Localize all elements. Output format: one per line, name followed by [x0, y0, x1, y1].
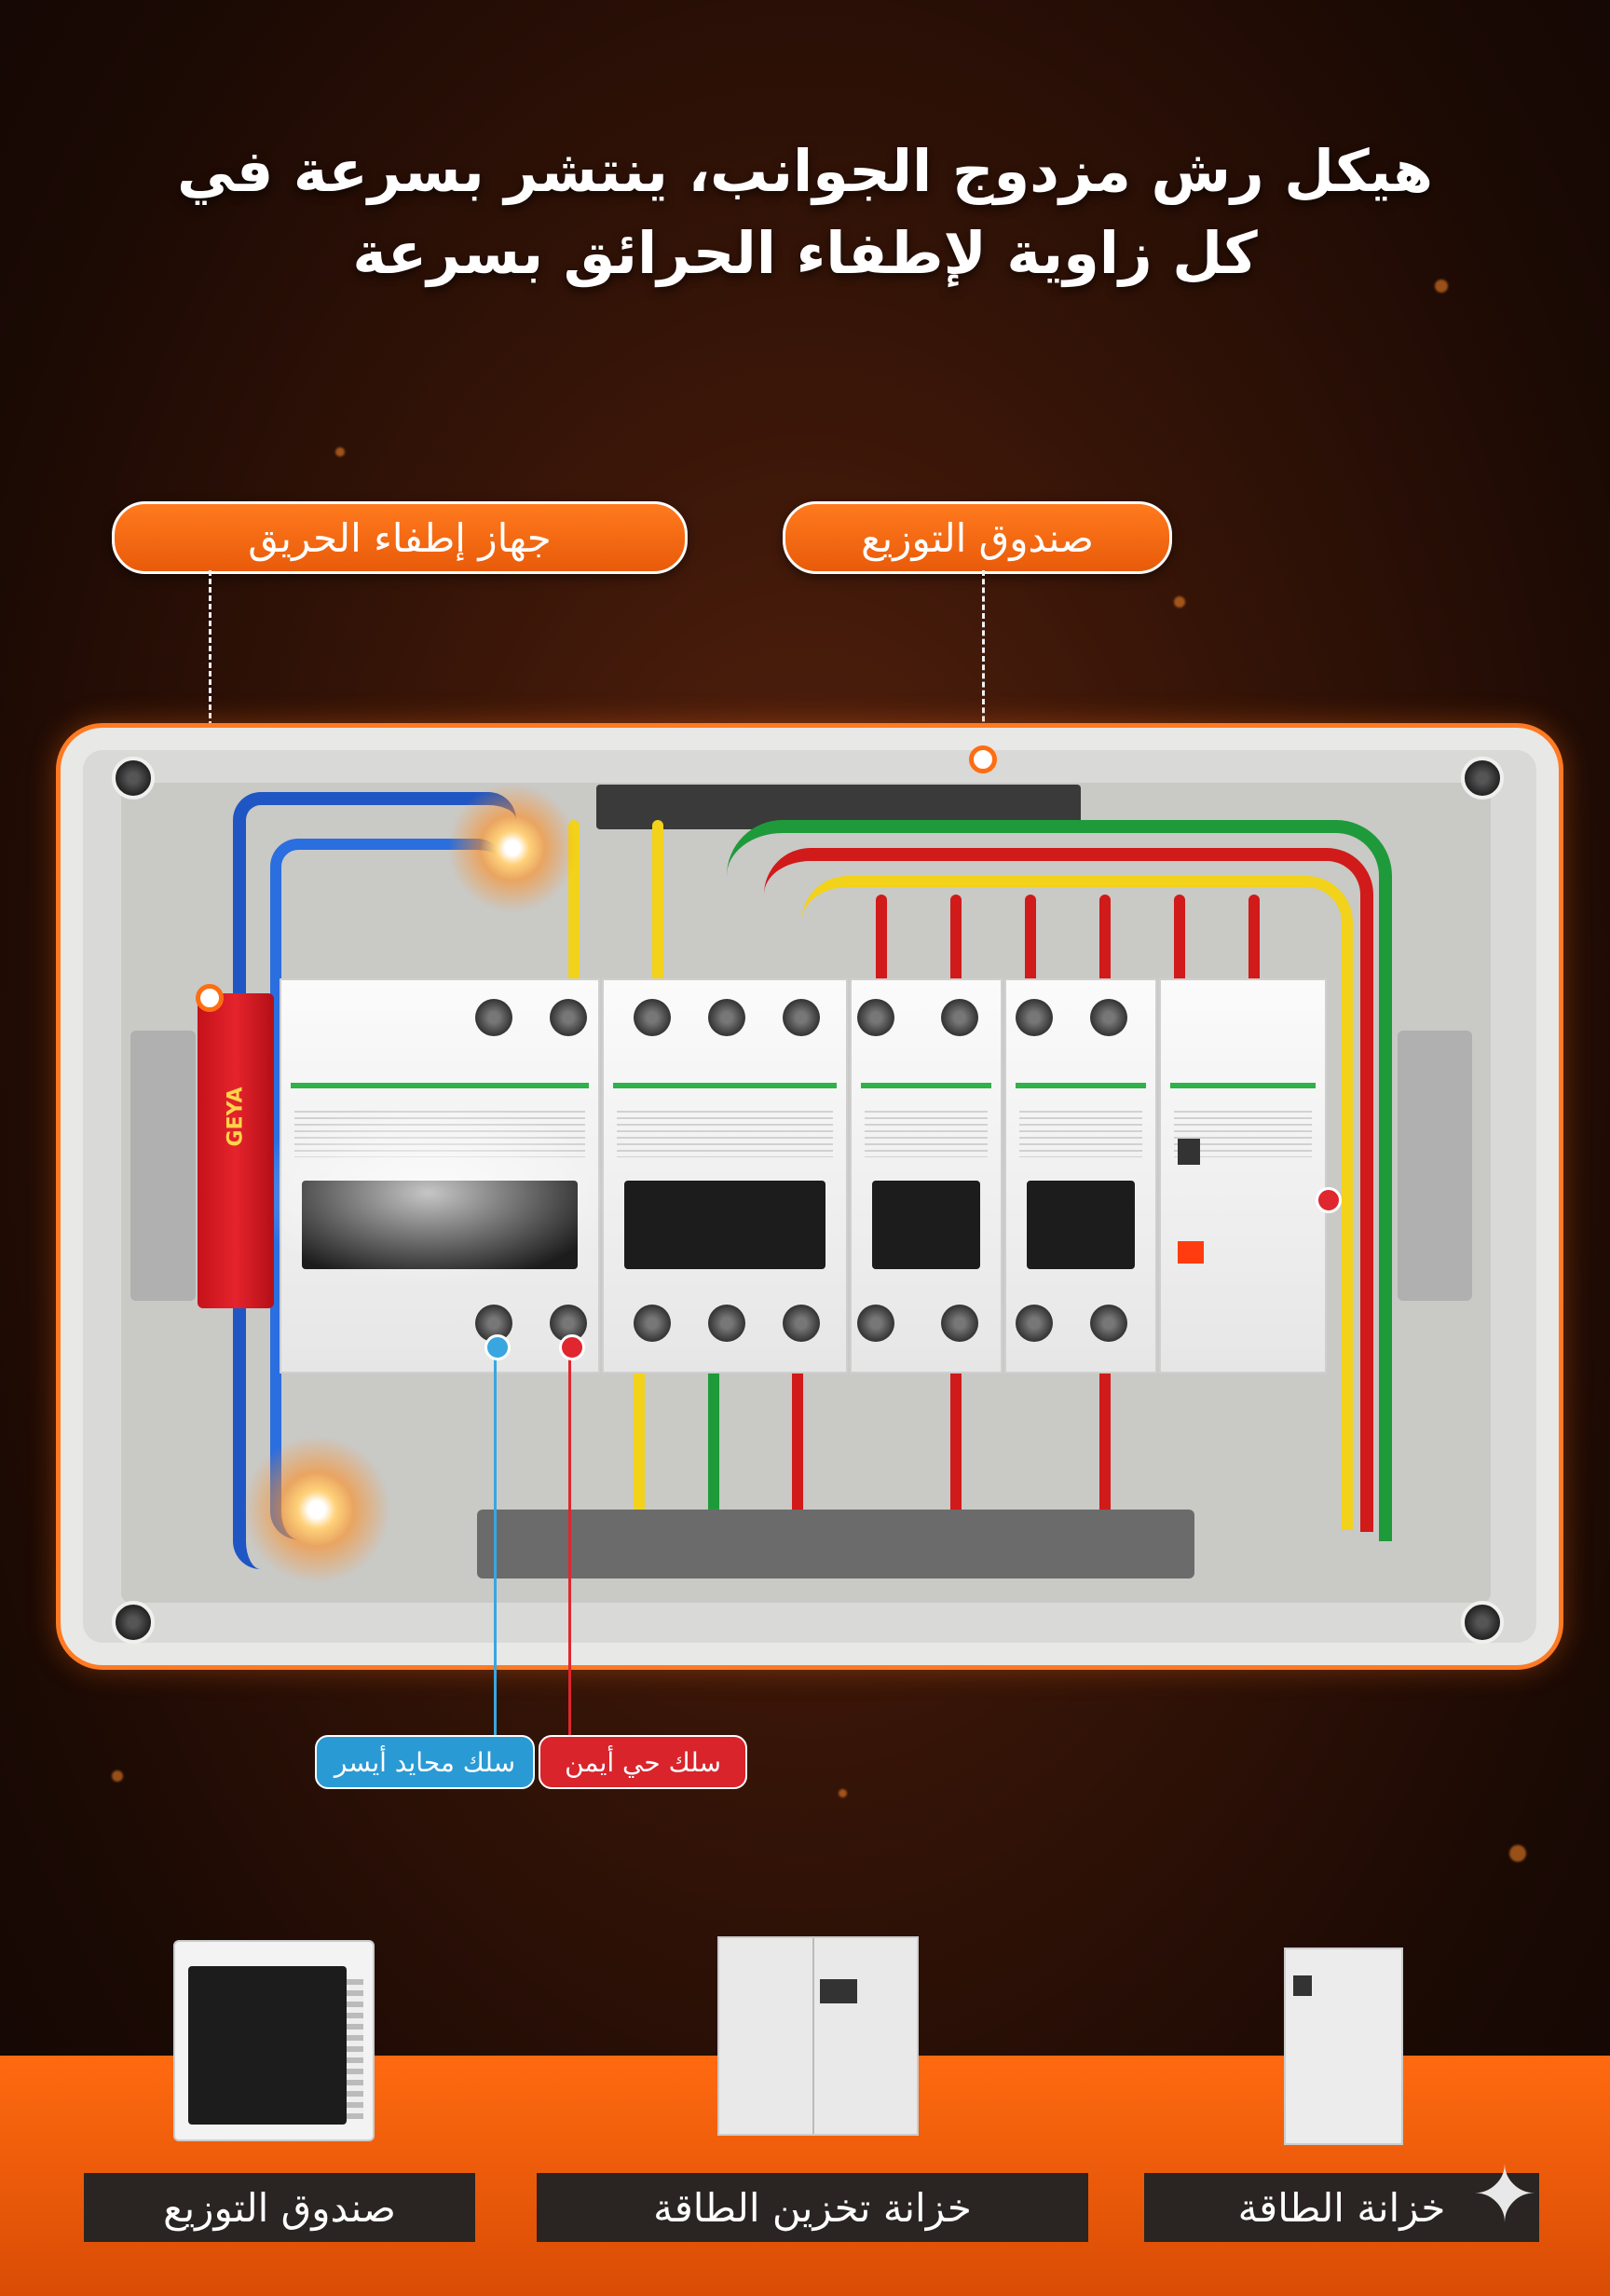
blue-wire-bundle [233, 792, 516, 1569]
neutral-leader-line [494, 1347, 497, 1739]
red-wire [1174, 895, 1185, 997]
corner-screw-icon [112, 1601, 155, 1644]
breaker-1p [850, 978, 1003, 1374]
neutral-wire-tag: سلك محايد أيسر [315, 1735, 535, 1789]
fire-extinguishing-device: GEYA [198, 993, 274, 1308]
red-wire [876, 895, 887, 997]
live-wire-tag: سلك حي أيمن [539, 1735, 747, 1789]
breaker-terminal-icon [1016, 999, 1053, 1036]
sparkle-icon: ✦ [1471, 2149, 1538, 2240]
red-wire [1025, 895, 1036, 997]
callout-distribution-box: صندوق التوزيع [783, 501, 1172, 574]
headline-line-2: كل زاوية لإطفاء الحرائق بسرعة [352, 219, 1258, 287]
breaker-terminal-icon [941, 999, 978, 1036]
product-label-distribution-box: صندوق التوزيع [84, 2173, 475, 2242]
red-wire [950, 895, 962, 997]
breaker-terminal-icon [1016, 1305, 1053, 1342]
ember [112, 1770, 123, 1782]
energy-storage-cabinet-product-image [717, 1936, 919, 2136]
smoke-cloud [242, 1100, 615, 1286]
leader-distribution-box [982, 570, 985, 747]
breaker-1p [1004, 978, 1157, 1374]
breaker-terminal-icon [634, 999, 671, 1036]
power-cabinet-product-image [1284, 1948, 1403, 2145]
yellow-wire-loop [801, 876, 1353, 1530]
din-rail-bracket-right [1398, 1031, 1472, 1301]
lower-red-wire [950, 1360, 962, 1528]
breaker-terminal-icon [550, 999, 587, 1036]
lower-red-wire [1099, 1360, 1111, 1528]
yellow-wire [652, 820, 663, 988]
spark-burst-icon [447, 783, 578, 913]
ember [839, 1789, 847, 1797]
corner-screw-icon [112, 757, 155, 800]
breaker-terminal-icon [634, 1305, 671, 1342]
red-wire-loop [764, 848, 1373, 1532]
rcd-breaker [1159, 978, 1327, 1374]
red-wire [1248, 895, 1260, 997]
breaker-terminal-icon [941, 1305, 978, 1342]
distribution-box-product-image [173, 1940, 375, 2141]
breaker-terminal-icon [783, 999, 820, 1036]
breaker-terminal-icon [475, 999, 512, 1036]
din-rail-bracket-left [130, 1031, 196, 1301]
ember [1435, 280, 1448, 293]
breaker-terminal-icon [857, 999, 894, 1036]
breaker-terminal-icon [857, 1305, 894, 1342]
lower-red-wire [792, 1360, 803, 1528]
marker-fire-device [196, 984, 224, 1012]
ember [335, 447, 345, 457]
spark-burst-icon [242, 1435, 391, 1584]
ember [1174, 596, 1185, 608]
breaker-terminal-icon [1090, 999, 1127, 1036]
breaker-terminal-icon [783, 1305, 820, 1342]
green-wire-loop [727, 820, 1392, 1541]
product-label-energy-storage-cabinet: خزانة تخزين الطاقة [537, 2173, 1088, 2242]
breaker-terminal-icon [708, 1305, 745, 1342]
neutral-point-icon [484, 1334, 511, 1360]
breaker-terminal-icon [708, 999, 745, 1036]
ember [1509, 1845, 1526, 1862]
breaker-terminal-icon [1090, 1305, 1127, 1342]
callout-fire-device: جهاز إطفاء الحريق [112, 501, 688, 574]
headline-line-1: هيكل رش مزدوج الجوانب، ينتشر بسرعة في [176, 137, 1433, 205]
corner-screw-icon [1461, 1601, 1504, 1644]
bottom-terminal-block [477, 1510, 1194, 1578]
device-brand-logo: GEYA [224, 1086, 248, 1147]
red-wire [1099, 895, 1111, 997]
product-label-power-cabinet: خزانة الطاقة [1144, 2173, 1539, 2242]
corner-screw-icon [1461, 757, 1504, 800]
lower-yellow-wire [634, 1360, 645, 1528]
rcd-point-icon [1316, 1187, 1342, 1213]
live-leader-line [568, 1347, 571, 1739]
headline: هيكل رش مزدوج الجوانب، ينتشر بسرعة في كل… [0, 130, 1610, 294]
lower-green-wire [708, 1360, 719, 1528]
live-point-icon [559, 1334, 585, 1360]
marker-distribution-box [969, 745, 997, 773]
